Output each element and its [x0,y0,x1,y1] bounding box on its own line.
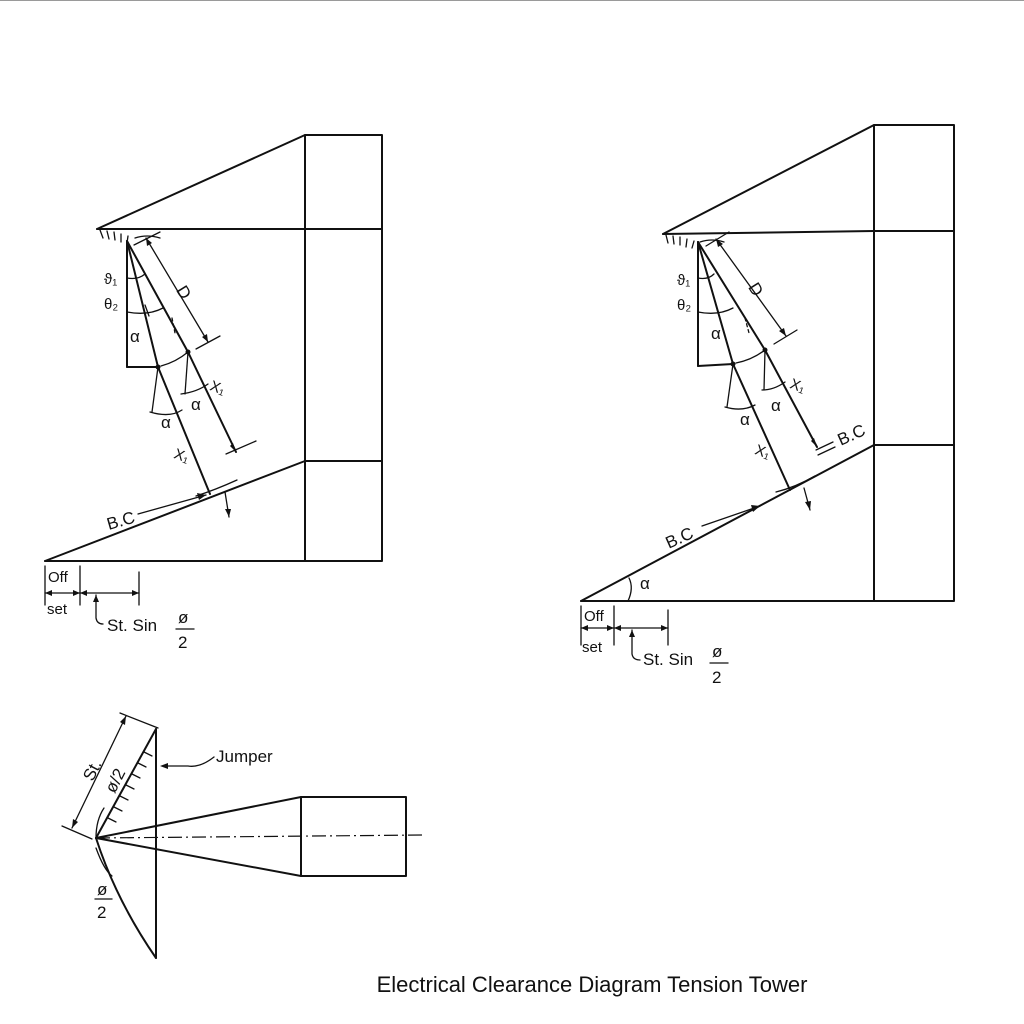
conductor-line-top [95,728,157,839]
d-label: D [172,282,195,302]
alpha-label: α [771,396,781,415]
offset-label-set: set [582,639,603,656]
theta1-label: ϑ₁ [104,271,117,288]
diagram-caption: Electrical Clearance Diagram Tension Tow… [376,972,808,997]
st-dimension [71,715,127,829]
phi-label: ø [178,608,188,627]
x1-label: X₁ [172,445,192,466]
offset-label-off: Off [584,608,605,625]
st-sin-label: St. Sin [643,650,693,669]
bc-label-top: B.C [835,421,869,450]
lower-arm [580,444,875,602]
bc-label: B.C [663,524,697,553]
alpha-label: α [191,395,201,414]
alpha-arc [180,383,209,395]
theta1-arc [697,273,715,280]
st-label: St. [79,757,105,784]
cross-arm-top [662,124,875,235]
d-dimension-line [145,237,209,343]
theta2-label: θ₂ [104,296,118,313]
st-sin-label: St. Sin [107,616,157,635]
theta1-arc [126,273,146,280]
bc-label: B.C [105,508,137,534]
d-dimension-line [715,238,787,337]
jumper-label: Jumper [216,747,273,766]
alpha-label: α [130,327,140,346]
offset-label-set: set [47,601,68,618]
alpha-label: α [161,413,171,432]
theta2-arc [126,307,164,314]
insulator-string-swung [697,241,766,351]
top-border-line [0,0,1024,1]
x1-line [157,366,211,495]
lower-arm [44,460,306,562]
offset-label-off: Off [48,569,69,586]
tower-body [873,124,955,602]
bottom-line [697,363,734,367]
phi-label: ø [97,880,107,899]
right-diagram: α ϑ₁ θ₂ α D X₁ α α X₁ B.C B.C Off set St… [580,124,955,687]
arm-bottom [95,837,302,877]
insulator-string-swung [126,240,189,353]
left-diagram: ϑ₁ θ₂ α D X₁ α α X₁ B.C Off set St. Sin … [44,134,383,652]
two-label: 2 [712,668,721,687]
two-label: 2 [178,633,187,652]
x1-label: X₁ [753,441,773,462]
bc-leader [701,505,761,527]
insulator-string [697,241,734,365]
alpha-label: α [711,324,721,343]
theta1-label: ϑ₁ [677,272,690,289]
x1-line-swung [764,349,818,448]
two-label: 2 [97,903,106,922]
arm-top [95,796,302,839]
theta2-arc [697,307,734,314]
alpha-arc [761,381,786,391]
hatch-ticks [107,751,153,823]
theta2-label: θ₂ [677,297,691,314]
x1-line-swung [187,351,237,453]
alpha-arc [724,404,756,410]
plan-diagram: St. ø/2 Jumper ø 2 [61,712,426,959]
alpha-base-arc [627,577,632,602]
tower-body [304,134,383,562]
alpha-arc [149,409,183,416]
cross-arm-bottom [662,230,875,235]
center-line [95,834,426,839]
alpha-base-label: α [640,574,650,593]
phi-half-label: ø/2 [101,765,129,796]
bc-leader [137,494,207,515]
phi-label: ø [712,642,722,661]
x1-label: X₁ [788,375,808,396]
attachment-hatch [99,229,161,244]
insulator-string [126,240,159,368]
x1-label: X₁ [208,377,228,398]
alpha-label: α [740,410,750,429]
x1-line [732,363,791,491]
cross-arm-top [96,134,306,230]
attachment-hatch [665,234,725,249]
conductor-line-bottom [95,837,157,959]
